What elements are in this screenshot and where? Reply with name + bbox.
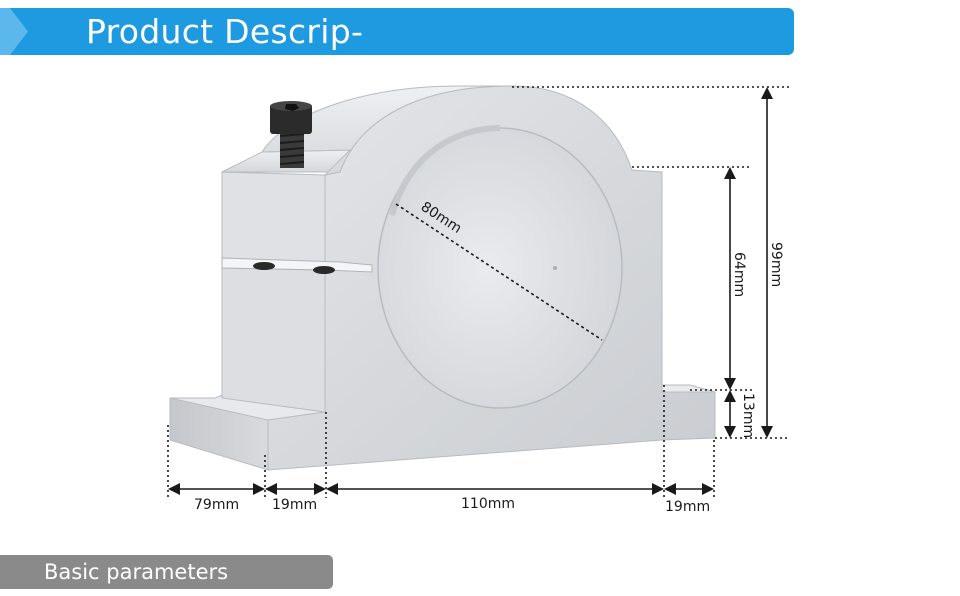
height-inner-label: 64mm	[731, 252, 747, 297]
width-right-foot-label: 19mm	[665, 499, 710, 515]
page-title: Product Descrip-	[86, 12, 364, 51]
width-left-foot-label: 19mm	[272, 497, 317, 513]
section-header: Basic parameters	[0, 555, 333, 589]
dimension-arrows	[168, 87, 773, 495]
header-banner: Product Descrip-	[0, 8, 794, 55]
base-height-label: 13mm	[740, 393, 756, 438]
section-title: Basic parameters	[44, 560, 229, 584]
spindle-clamp-image	[169, 85, 716, 471]
width-center-label: 110mm	[461, 496, 515, 512]
width-left-base-label: 79mm	[194, 497, 239, 513]
height-total-label: 99mm	[768, 242, 784, 287]
chevron-right-icon	[0, 8, 28, 55]
bolt-icon	[270, 101, 312, 168]
